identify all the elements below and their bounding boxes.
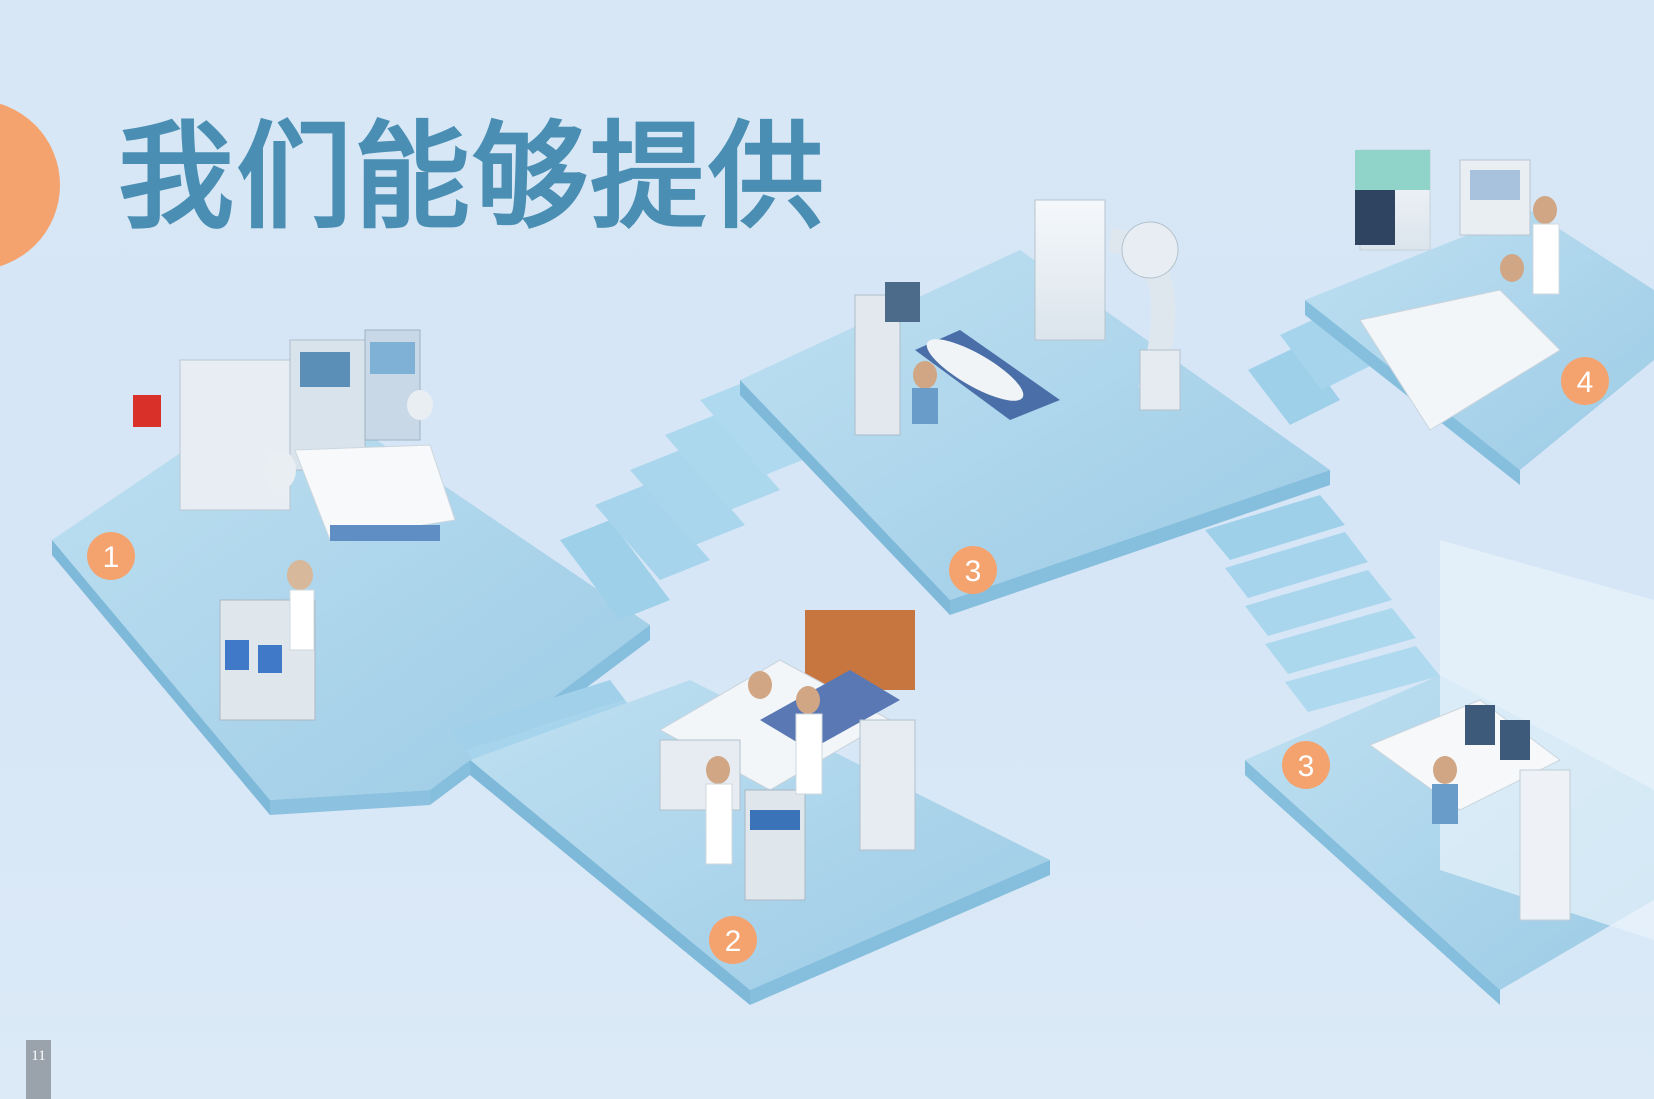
room-3-top-platform — [740, 199, 1330, 615]
stairs-upper-left — [560, 380, 815, 620]
room-2-platform — [470, 610, 1050, 1005]
page-title: 我们能够提供 — [118, 110, 826, 245]
badge-label: 4 — [1577, 366, 1594, 399]
badge-room-3-top: 3 — [949, 546, 997, 594]
room-3-bottom-platform — [1245, 540, 1654, 1005]
badge-room-2: 2 — [709, 916, 757, 964]
badge-room-1: 1 — [87, 532, 135, 580]
page-number: 11 — [26, 1040, 51, 1099]
badge-label: 3 — [965, 555, 982, 588]
badge-label: 3 — [1298, 750, 1315, 783]
badge-label: 1 — [103, 541, 120, 574]
badge-label: 2 — [725, 925, 742, 958]
stairs-lower-right — [1205, 495, 1440, 712]
room-4-platform — [1305, 149, 1654, 485]
badge-room-4: 4 — [1561, 357, 1609, 405]
badge-room-3-bottom: 3 — [1282, 741, 1330, 789]
